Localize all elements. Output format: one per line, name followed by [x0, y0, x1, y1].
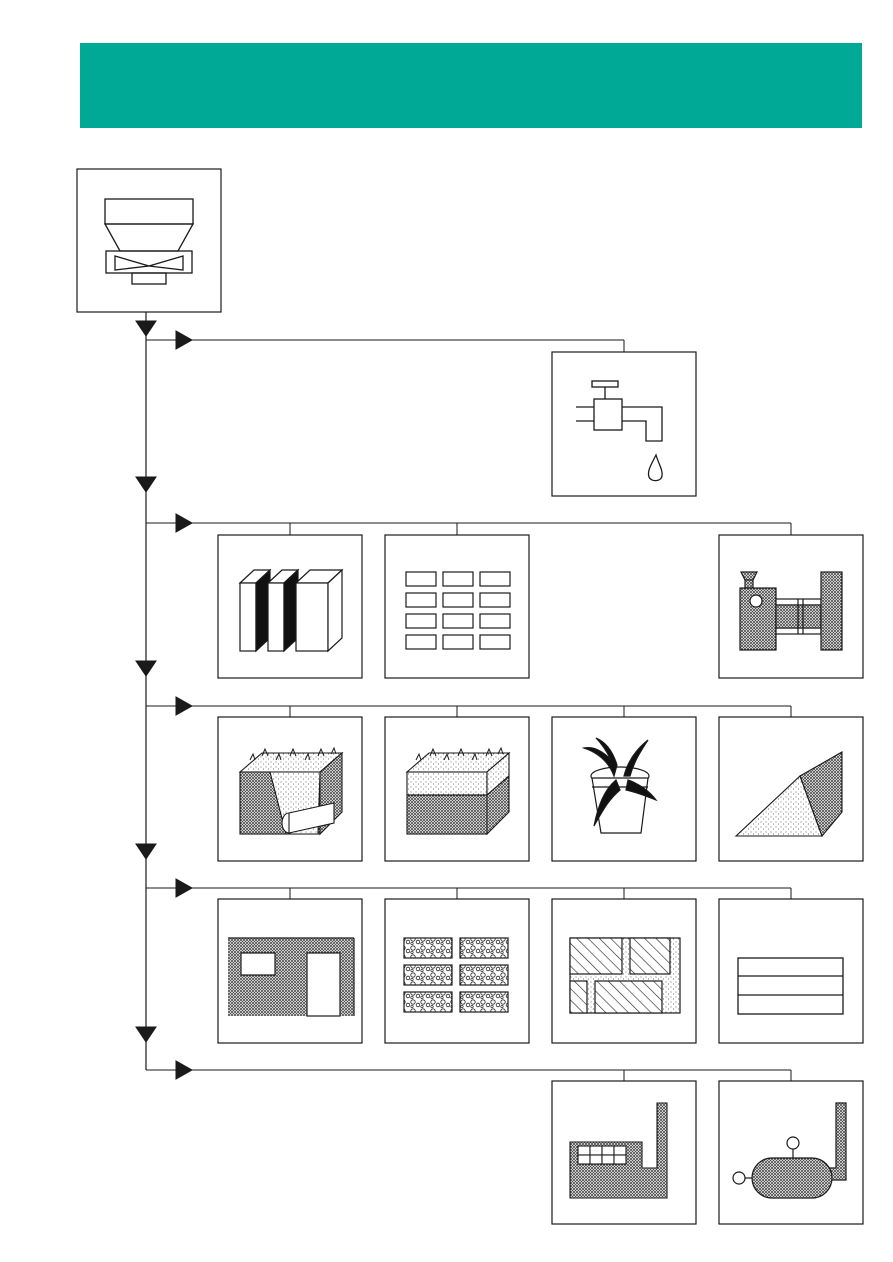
injection-molding-machine-icon [739, 571, 843, 651]
trunk-arrow-1 [135, 320, 157, 337]
factory-icon [569, 1102, 668, 1199]
branch-lines [146, 330, 792, 1081]
drainage-soil-icon [238, 746, 344, 836]
panel-drainage-soil [217, 716, 363, 862]
trunk-arrow-2 [135, 476, 157, 493]
branch-arrow-2 [175, 513, 194, 533]
branch-arrow-4 [175, 878, 194, 898]
panel-injection-molding-machine [718, 534, 864, 679]
insulation-boards-icon [238, 568, 344, 653]
panel-brick-grid [384, 534, 530, 679]
panel-insulation-boards [217, 534, 363, 679]
masonry-section-icon [569, 937, 681, 1014]
water-tap-icon [576, 380, 663, 482]
branch-arrow-1 [175, 330, 194, 350]
panel-layered-panel [718, 898, 864, 1044]
trunk-arrow-4 [135, 843, 157, 860]
panel-aggregate-blocks [384, 898, 530, 1044]
main-trunk [135, 312, 157, 1070]
panel-pressure-tank [718, 1080, 864, 1225]
panel-embankment-slope [718, 716, 864, 862]
panel-plastered-wall [217, 898, 363, 1044]
plastered-wall-icon [228, 937, 355, 1017]
trunk-arrow-3 [135, 660, 157, 677]
soil-layer-block-icon [405, 746, 511, 836]
branch-arrow-5 [175, 1060, 194, 1080]
layered-panel-icon [737, 957, 844, 1015]
source-panel [76, 168, 222, 313]
panel-water-tap [551, 351, 697, 497]
aggregate-blocks-icon [403, 937, 509, 1013]
branch-arrow-3 [175, 696, 194, 716]
pressure-tank-icon [732, 1102, 847, 1199]
panel-factory [551, 1080, 697, 1225]
brick-grid-icon [405, 571, 511, 650]
hopper-mixer-icon [103, 198, 195, 285]
embankment-slope-icon [734, 751, 843, 838]
header-band [80, 43, 862, 128]
panel-masonry-section [551, 898, 697, 1044]
panel-soil-layer-block [384, 716, 530, 862]
potted-plant-icon [581, 737, 658, 834]
trunk-arrow-5 [135, 1026, 157, 1043]
panel-potted-plant [551, 716, 697, 862]
